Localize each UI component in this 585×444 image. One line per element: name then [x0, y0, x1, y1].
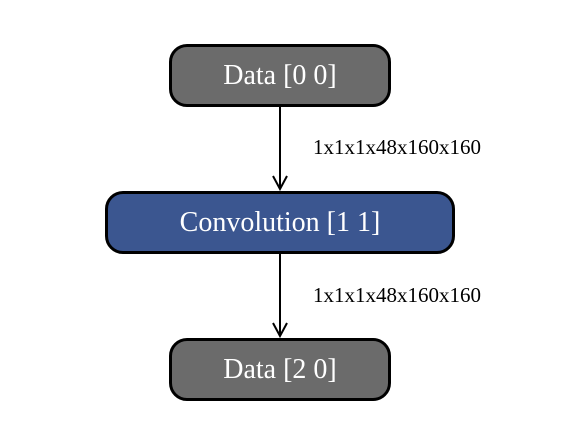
edge-data-to-convolution [272, 107, 288, 192]
node-label: Data [2 0] [223, 353, 337, 385]
node-label: Convolution [1 1] [179, 206, 381, 238]
edge-convolution-to-data [272, 254, 288, 339]
node-label: Data [0 0] [223, 59, 337, 91]
edge-label-tensor-shape: 1x1x1x48x160x160 [313, 135, 481, 159]
node-data-0-0[interactable]: Data [0 0] [169, 44, 391, 107]
edge-label-tensor-shape: 1x1x1x48x160x160 [313, 283, 481, 307]
node-convolution-1-1[interactable]: Convolution [1 1] [105, 191, 455, 254]
node-data-2-0[interactable]: Data [2 0] [169, 338, 391, 401]
